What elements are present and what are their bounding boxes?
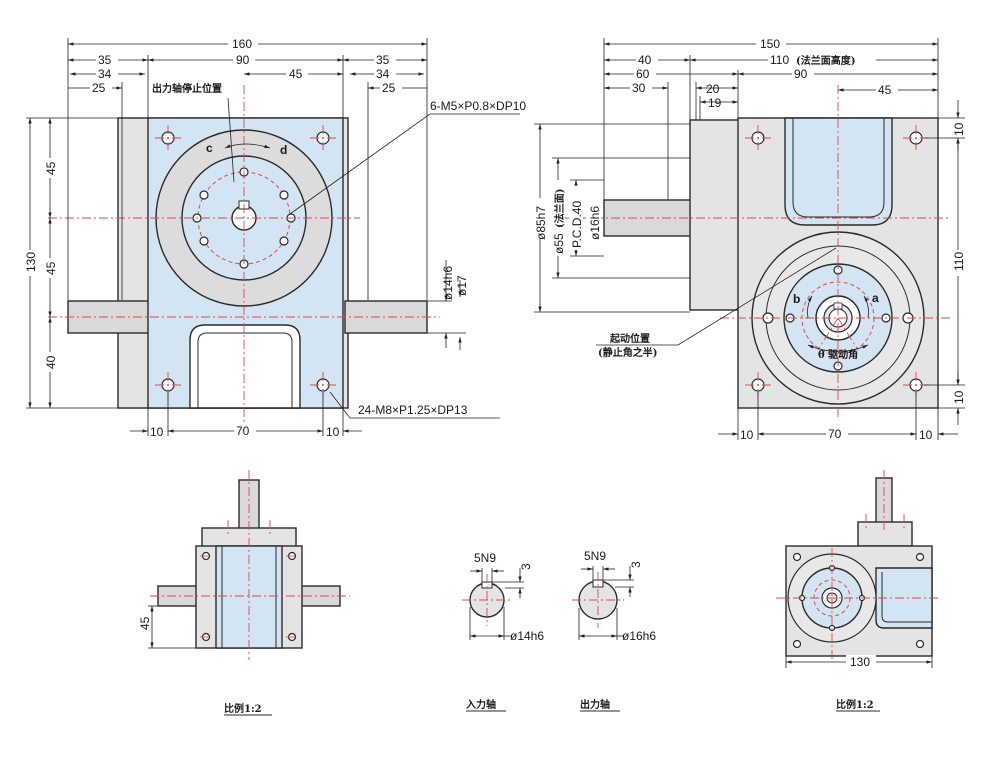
dim-40-side: 40 — [638, 53, 652, 67]
start-pos-label: 起动位置 — [609, 332, 650, 345]
dim-r-10b: 10 — [952, 390, 966, 404]
dim-dia-85h7: ø85h7 — [534, 206, 548, 240]
dim-34-right: 34 — [376, 67, 390, 81]
drive-angle-label: θ 驱动角 — [818, 348, 858, 361]
dim-45-side: 45 — [878, 83, 892, 97]
dim-side-base-70: 70 — [828, 427, 842, 441]
caption-scale-left: 比例1:2 — [224, 702, 262, 715]
dim-shaft-14h6: ø14h6 — [441, 266, 455, 300]
dim-130: 130 — [24, 252, 38, 272]
dim-20: 20 — [706, 82, 720, 96]
dir-label-c: c — [206, 141, 213, 155]
caption-scale-right: 比例1:2 — [836, 698, 874, 711]
dim-160: 160 — [232, 37, 252, 51]
caption-output-shaft: 出力轴 — [580, 698, 610, 711]
dim-bl-45: 45 — [138, 616, 152, 630]
side-flange-hub — [689, 119, 743, 311]
dim-30: 30 — [632, 81, 646, 95]
dim-35-left: 35 — [98, 53, 112, 67]
dim-34-left: 34 — [98, 67, 112, 81]
output-key-depth: 3 — [629, 561, 643, 568]
dim-40: 40 — [44, 355, 58, 369]
side-top-pocket — [784, 117, 893, 226]
output-shaft-section: 5N9 3 ø16h6 出力轴 — [572, 549, 656, 712]
dim-pcd-40: P.C.D.40 — [570, 201, 584, 248]
output-key-width: 5N9 — [584, 549, 606, 563]
input-key-depth: 3 — [519, 563, 533, 570]
dim-110-flange: 110 — [770, 53, 789, 67]
front-bottom-cutout — [189, 324, 301, 409]
tap-holes-label: 6-M5×P0.8×DP10 — [430, 99, 526, 113]
dim-base-10b: 10 — [326, 425, 340, 439]
front-view: c d 出力轴停止位置 6-M5×P0.8×DP10 24-M8×P1.25×D… — [23, 37, 526, 439]
dir-label-b: b — [793, 292, 800, 306]
dim-19: 19 — [708, 96, 722, 110]
dim-150: 150 — [760, 37, 780, 51]
dim-dia-55-note: (法兰面) — [553, 189, 566, 228]
dim-br-130: 130 — [850, 655, 870, 669]
output-stop-label: 出力轴停止位置 — [152, 82, 222, 95]
mount-holes-label: 24-M8×P1.25×DP13 — [358, 403, 468, 417]
dim-side-base-10a: 10 — [740, 428, 754, 442]
bottom-right-view: 130 比例1:2 — [776, 470, 940, 712]
input-shaft-section: 5N9 3 ø14h6 入力轴 — [462, 551, 544, 712]
dim-25-left: 25 — [92, 81, 106, 95]
dim-110-flange-note: (法兰面高度) — [796, 54, 855, 67]
dim-shaft-17: ø17 — [455, 275, 469, 296]
input-key-width: 5N9 — [474, 551, 496, 565]
caption-input-shaft: 入力轴 — [466, 698, 496, 711]
dim-r-10a: 10 — [952, 122, 966, 136]
dim-60: 60 — [636, 67, 650, 81]
start-pos-note: (静止角之半) — [598, 346, 657, 359]
dim-25-right: 25 — [382, 81, 396, 95]
bottom-left-view: 45 比例1:2 — [138, 470, 350, 716]
dim-90: 90 — [236, 53, 250, 67]
dim-90-side: 90 — [794, 67, 808, 81]
output-shaft-dia: ø16h6 — [622, 629, 656, 643]
dir-label-d: d — [280, 143, 287, 157]
side-view: b a θ 驱动角 起动位置 (静止角之半) 150 40 110 (法兰面高度… — [533, 37, 966, 442]
dim-35-right: 35 — [376, 53, 390, 67]
dim-45b: 45 — [44, 261, 58, 275]
dim-base-70: 70 — [236, 424, 250, 438]
dim-dia-16h6: ø16h6 — [588, 206, 602, 240]
input-shaft-dia: ø14h6 — [510, 629, 544, 643]
dim-45-right: 45 — [289, 67, 303, 81]
dim-dia-55: ø55 — [552, 233, 566, 254]
dim-side-base-10b: 10 — [919, 428, 933, 442]
dir-label-a: a — [872, 291, 879, 305]
dim-45a: 45 — [44, 161, 58, 175]
dim-r-110: 110 — [952, 252, 966, 271]
dim-base-10a: 10 — [150, 425, 164, 439]
